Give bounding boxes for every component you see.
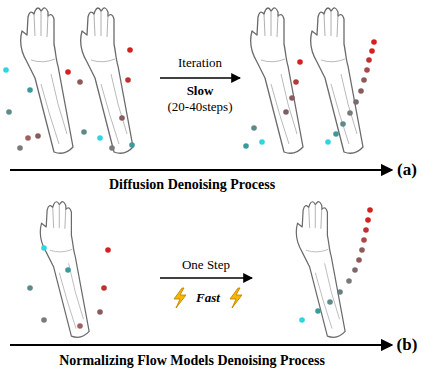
keypoint-dots — [27, 207, 373, 329]
step-label: One Step — [182, 258, 230, 271]
step-arrow — [160, 77, 240, 78]
arm-sketch — [311, 8, 363, 153]
arm-sketch — [21, 8, 73, 153]
keypoint-dots — [3, 39, 377, 151]
arm-sketch — [251, 8, 303, 153]
panel-label: (b) — [397, 336, 418, 353]
process-arrow — [10, 169, 392, 171]
process-caption: Normalizing Flow Models Denoising Proces… — [59, 354, 325, 368]
arm-sketch — [81, 8, 133, 153]
speed-label: Fast — [196, 291, 220, 304]
lightning-icon — [174, 288, 186, 308]
process-caption: Diffusion Denoising Process — [109, 178, 275, 192]
process-arrow — [10, 344, 392, 346]
panel-label: (a) — [397, 161, 417, 178]
step-count: (20-40steps) — [168, 100, 233, 113]
speed-label: Slow — [187, 84, 214, 97]
arm-sketch — [296, 202, 345, 338]
step-arrow — [160, 277, 252, 278]
lightning-icon — [230, 288, 242, 308]
step-label: Iteration — [178, 56, 222, 69]
arm-sketch — [40, 202, 89, 338]
